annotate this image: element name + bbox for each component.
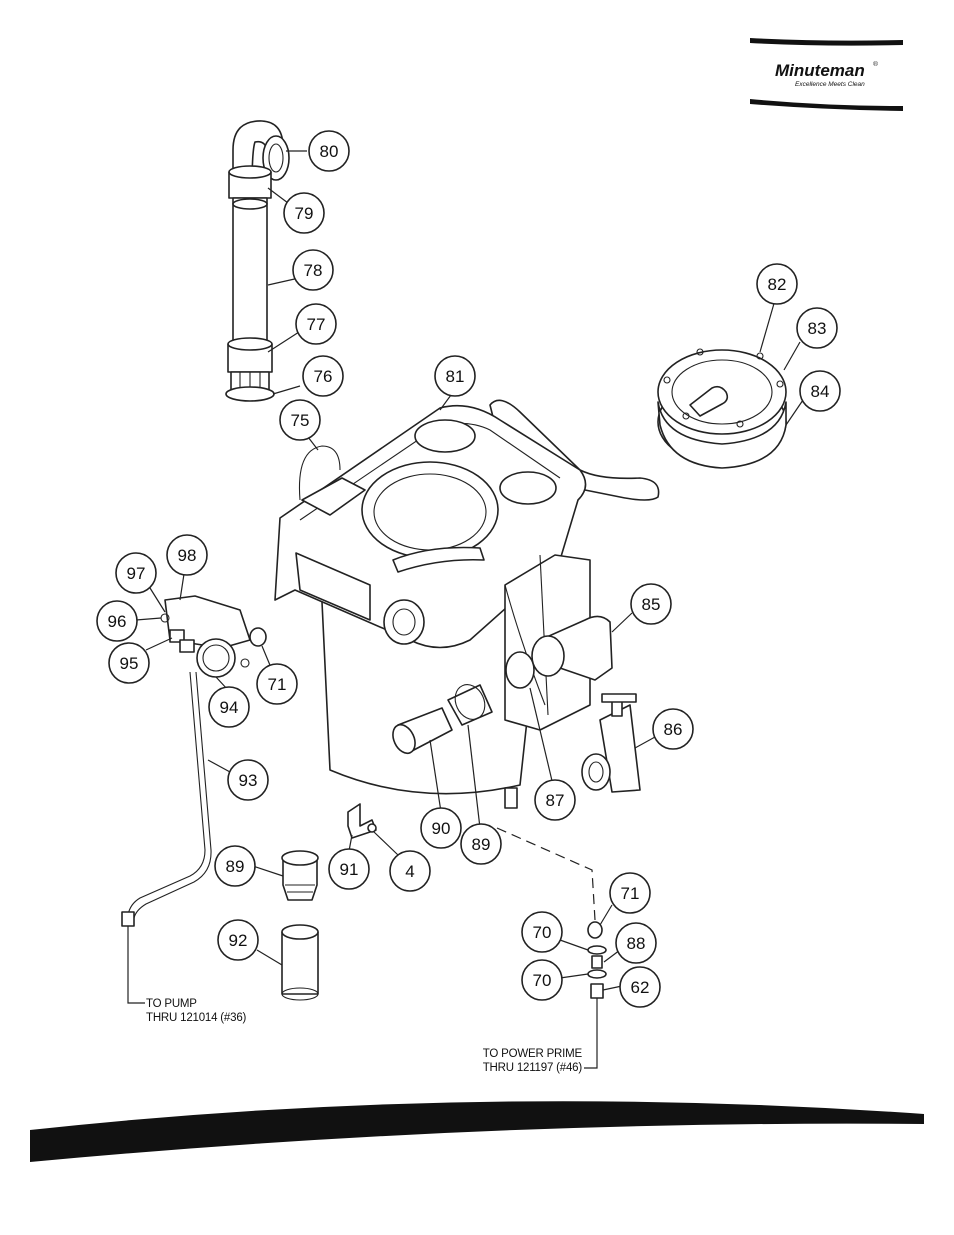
lid-cup-right (500, 472, 556, 504)
callout-70-upper-label: 70 (533, 923, 552, 942)
coupler-77-top (228, 338, 272, 350)
callout-89-lower-label: 89 (226, 857, 245, 876)
logo-wordmark: Minuteman (775, 61, 865, 80)
screw-4 (368, 824, 376, 832)
tank-cover-assembly (658, 349, 786, 468)
lid-cup-left (415, 420, 475, 452)
valve-86-port (582, 754, 610, 790)
callout-62-label: 62 (631, 978, 650, 997)
logo-top-swoosh (750, 38, 903, 46)
callout-90-label: 90 (432, 819, 451, 838)
fitting-89 (283, 860, 317, 900)
callout-71-panel-label: 71 (268, 675, 287, 694)
bracket-91-shape (348, 804, 376, 838)
washer-70-upper (588, 946, 606, 954)
callout-97-label: 97 (127, 564, 146, 583)
callout-76-label: 76 (314, 367, 333, 386)
callout-80-label: 80 (320, 142, 339, 161)
callout-86-label: 86 (664, 720, 683, 739)
callout-88-label: 88 (627, 934, 646, 953)
connector-62 (591, 984, 603, 998)
tank-bottom-tab (505, 788, 517, 808)
loose-fitting-92 (282, 925, 318, 1000)
drain-valve-86 (582, 694, 640, 792)
lid-main-opening (362, 462, 498, 558)
valve-85-port (532, 636, 564, 676)
panel-switch (180, 640, 194, 652)
fitting-89-top (282, 851, 318, 865)
callout-89-upper-label: 89 (472, 835, 491, 854)
dashed-routing-line (497, 828, 595, 920)
callout-71-stack-label: 71 (621, 884, 640, 903)
tube-78-top (233, 199, 267, 209)
callout-93-label: 93 (239, 771, 258, 790)
cuff-76-rim (226, 387, 274, 401)
tank-front-port (384, 600, 424, 644)
callout-87-label: 87 (546, 791, 565, 810)
valve-86-handle (602, 694, 636, 702)
washer-70-lower (588, 970, 606, 978)
minuteman-logo: Minuteman ® Excellence Meets Clean (750, 38, 903, 111)
callout-95-label: 95 (120, 654, 139, 673)
vertical-hose-assembly (226, 121, 289, 401)
note-pump-thru: THRU 121014 (#36) (146, 1012, 247, 1024)
callout-78-label: 78 (304, 261, 323, 280)
callout-75-label: 75 (291, 411, 310, 430)
callout-70-lower-label: 70 (533, 971, 552, 990)
logo-tagline: Excellence Meets Clean (795, 81, 865, 88)
callout-84-label: 84 (811, 382, 830, 401)
callout-81-label: 81 (446, 367, 465, 386)
note-power-prime-thru: THRU 121197 (#46) (483, 1062, 583, 1074)
callout-98-label: 98 (178, 546, 197, 565)
callout-85-label: 85 (642, 595, 661, 614)
callout-91-label: 91 (340, 860, 359, 879)
sight-ring-87 (506, 652, 534, 688)
callout-83-label: 83 (808, 319, 827, 338)
logo-bottom-swoosh (750, 99, 903, 111)
logo-trademark: ® (873, 60, 878, 68)
fitting-92 (282, 932, 318, 994)
tube-78 (233, 198, 267, 342)
panel-fitting-71 (250, 628, 266, 646)
routing-notes: TO PUMP THRU 121014 (#36) TO POWER PRIME… (128, 926, 597, 1074)
loose-fitting-89 (282, 851, 318, 900)
nipple-88 (592, 956, 602, 968)
note-to-power-prime: TO POWER PRIME (483, 1048, 583, 1060)
callout-77-label: 77 (307, 315, 326, 334)
callout-4-label: 4 (405, 862, 414, 881)
callout-79-label: 79 (295, 204, 314, 223)
prime-routing-line (584, 998, 597, 1068)
recovery-tank (275, 400, 659, 808)
bracket-91 (348, 804, 376, 838)
footer-black-band (30, 1101, 924, 1162)
callout-94-label: 94 (220, 698, 239, 717)
callout-82-label: 82 (768, 275, 787, 294)
fitting-92-top (282, 925, 318, 939)
callout-96-label: 96 (108, 612, 127, 631)
note-to-pump: TO PUMP (146, 998, 197, 1010)
hose-93 (128, 672, 205, 915)
pump-routing-line (128, 926, 145, 1003)
hose-93-fitting (122, 912, 134, 926)
coupler-79-top (229, 166, 271, 178)
callout-92-label: 92 (229, 931, 248, 950)
